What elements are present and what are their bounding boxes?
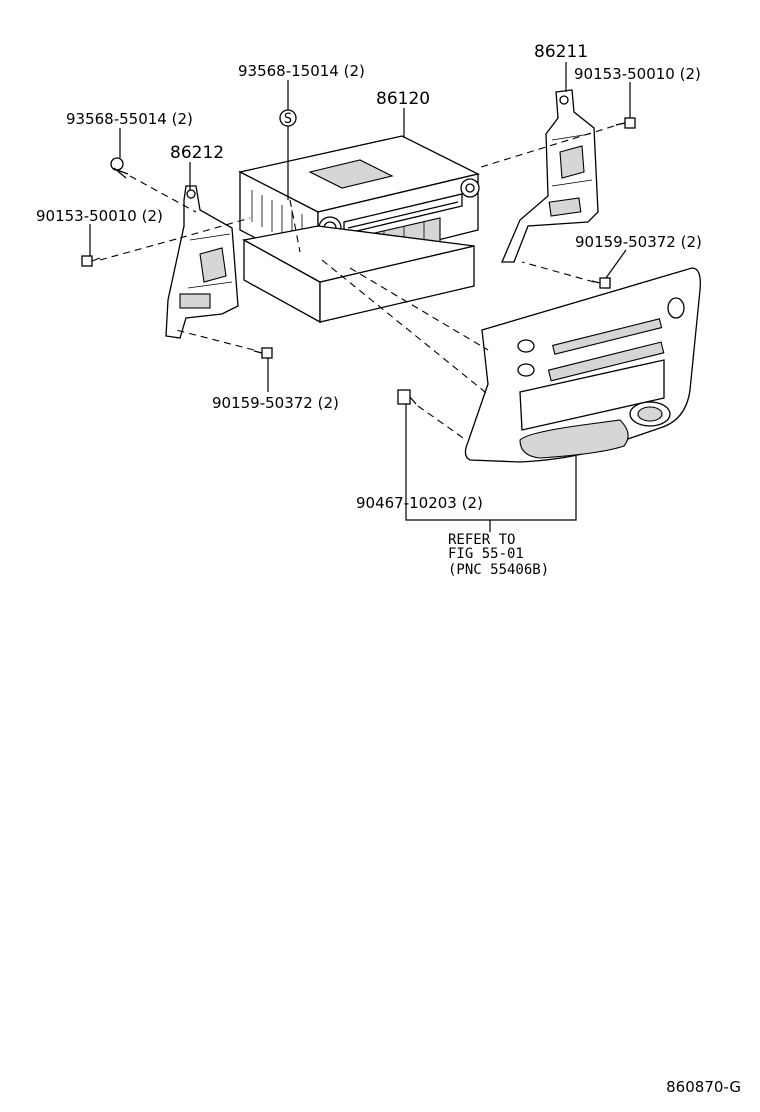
leader-lines [89, 62, 631, 532]
s-symbol: S [279, 109, 297, 127]
label-screw-top-center: 93568-15014 (2) [238, 62, 365, 80]
s-symbol-label: S [284, 111, 292, 127]
bezel-panel [464, 267, 701, 463]
label-bolt-lower-left: 90159-50372 (2) [212, 394, 339, 412]
label-radio-receiver: 86120 [376, 89, 430, 109]
bolt-upper-right [615, 117, 636, 129]
reference-line-1: REFER TO [448, 532, 515, 548]
label-bracket-right: 86211 [534, 42, 588, 62]
bolt-upper-left [81, 255, 101, 267]
label-clip-bezel: 90467-10203 (2) [356, 494, 483, 512]
label-bolt-upper-right: 90153-50010 (2) [574, 65, 701, 83]
assembly-lines [99, 125, 615, 441]
bolt-lower-right [591, 277, 611, 289]
label-bracket-left: 86212 [170, 143, 224, 163]
clip-bezel [397, 389, 417, 405]
label-bolt-lower-right: 90159-50372 (2) [575, 233, 702, 251]
radio-receiver-assembly [238, 135, 480, 324]
label-screw-top-left: 93568-55014 (2) [66, 110, 193, 128]
bolt-lower-left [253, 347, 273, 359]
screw-top-left [110, 157, 129, 179]
bracket-right [501, 89, 599, 263]
bracket-left [165, 185, 239, 339]
figure-code: 860870-G [666, 1078, 741, 1096]
reference-line-2: FIG 55-01 [448, 546, 524, 562]
label-bolt-upper-left: 90153-50010 (2) [36, 207, 163, 225]
reference-line-3: (PNC 55406B) [448, 562, 549, 578]
